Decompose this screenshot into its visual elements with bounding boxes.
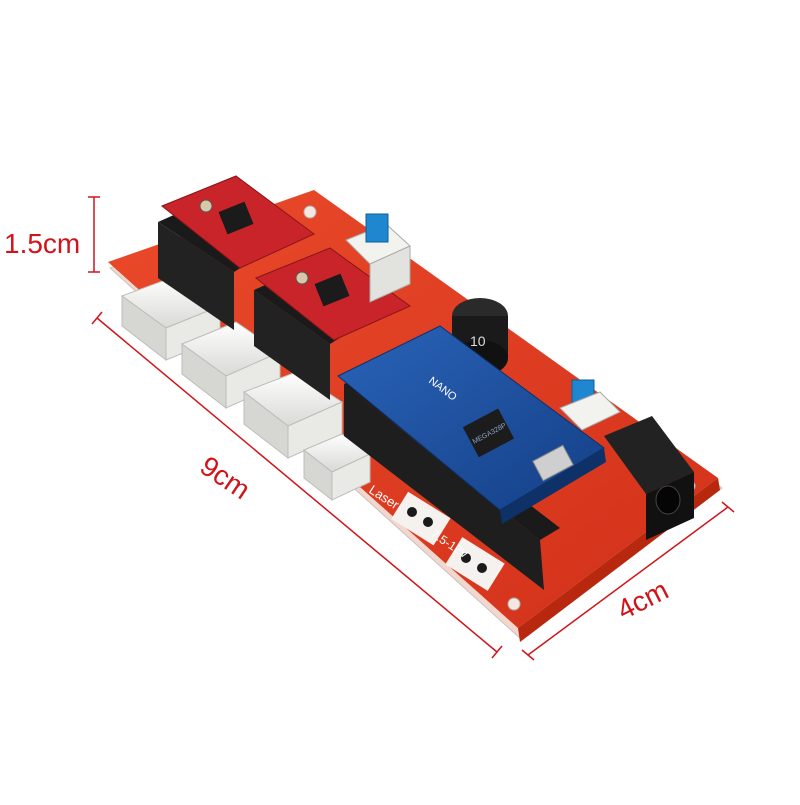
stepper-driver-board <box>255 247 411 341</box>
mount-hole <box>507 597 521 611</box>
mount-hole <box>303 205 317 219</box>
dimension-lines <box>88 196 735 661</box>
nano-module: MEGA328P NANO <box>337 325 606 524</box>
connector-row <box>120 275 371 502</box>
dc-power-jack <box>604 416 694 540</box>
jst-connector <box>120 275 222 362</box>
stepper-driver-board <box>161 175 315 269</box>
capacitor-label: 10 <box>470 333 486 349</box>
reset-switch <box>559 379 621 431</box>
power-switch <box>345 213 411 303</box>
length-line <box>96 317 498 653</box>
terminal-pads <box>391 491 505 591</box>
jst-connector-small <box>303 433 371 502</box>
jst-connector <box>242 371 344 460</box>
height-dimension-label: 1.5cm <box>4 228 81 259</box>
width-line <box>527 506 729 656</box>
